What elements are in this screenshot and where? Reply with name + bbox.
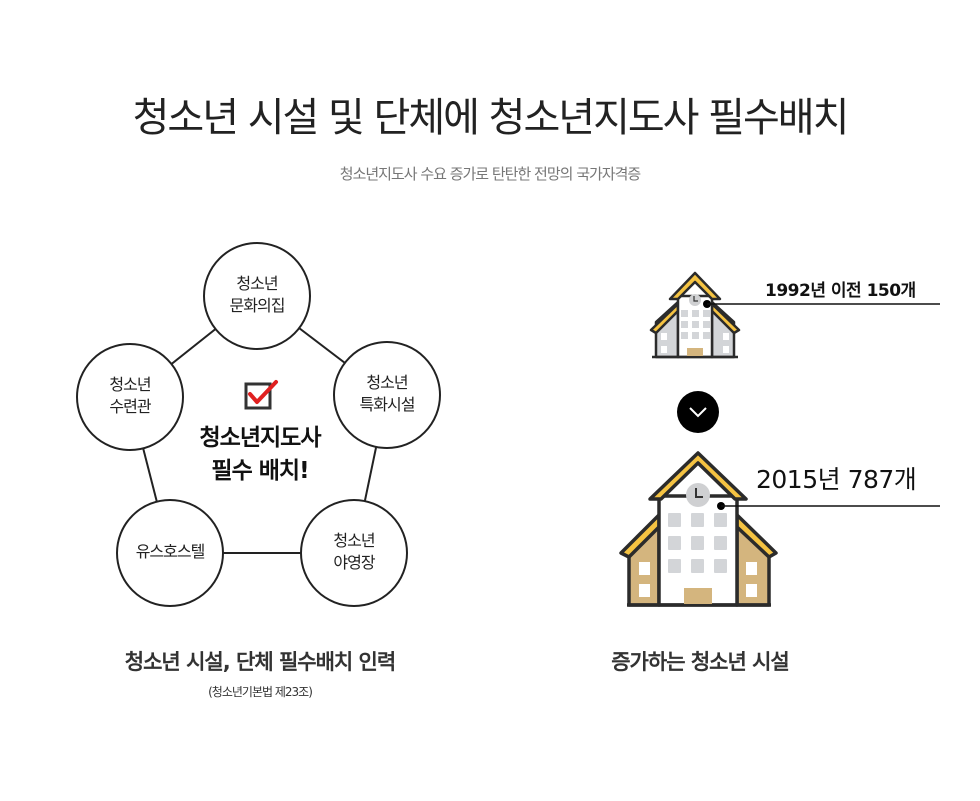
node-circle-youth-hostel xyxy=(116,499,224,607)
node-circle-culture-house xyxy=(203,242,311,350)
node-label-line2: 문화의집 xyxy=(229,296,286,315)
node-campground: 청소년 야영장 xyxy=(301,530,407,574)
node-label-line1: 청소년 xyxy=(236,274,278,293)
node-label-line1: 유스호스텔 xyxy=(135,542,206,561)
diagram-caption: 청소년 시설, 단체 필수배치 인력 xyxy=(124,650,396,674)
node-label-line2: 특화시설 xyxy=(359,395,416,414)
node-label-line2: 수련관 xyxy=(109,397,151,416)
node-label-line2: 야영장 xyxy=(333,553,375,572)
center-message: 청소년지도사 필수 배치! xyxy=(160,422,360,488)
after-count-label: 2015년 787개 xyxy=(756,465,917,494)
before-count-label: 1992년 이전 150개 xyxy=(765,281,916,301)
checkbox-checked-icon xyxy=(244,380,278,410)
node-culture-house: 청소년 문화의집 xyxy=(204,273,310,317)
node-training-center: 청소년 수련관 xyxy=(77,374,183,418)
page-title: 청소년 시설 및 단체에 청소년지도사 필수배치 xyxy=(132,95,850,141)
node-label-line1: 청소년 xyxy=(109,375,151,394)
node-circle-campground xyxy=(300,499,408,607)
chevron-down-icon xyxy=(689,407,707,418)
center-message-line1: 청소년지도사 xyxy=(199,425,322,451)
transition-arrow xyxy=(677,391,719,433)
building-big-icon xyxy=(619,451,778,607)
node-youth-hostel: 유스호스텔 xyxy=(117,541,223,563)
page-subtitle: 청소년지도사 수요 증가로 탄탄한 전망의 국가자격증 xyxy=(339,165,641,183)
growth-caption: 증가하는 청소년 시설 xyxy=(611,650,790,674)
diagram-caption-sub: (청소년기본법 제23조) xyxy=(208,685,313,699)
node-label-line1: 청소년 xyxy=(333,531,375,550)
node-circle-training-center xyxy=(76,343,184,451)
node-label-line1: 청소년 xyxy=(366,373,408,392)
node-circle-special-facility xyxy=(333,341,441,449)
node-special-facility: 청소년 특화시설 xyxy=(334,372,440,416)
center-message-line2: 필수 배치! xyxy=(211,458,309,484)
